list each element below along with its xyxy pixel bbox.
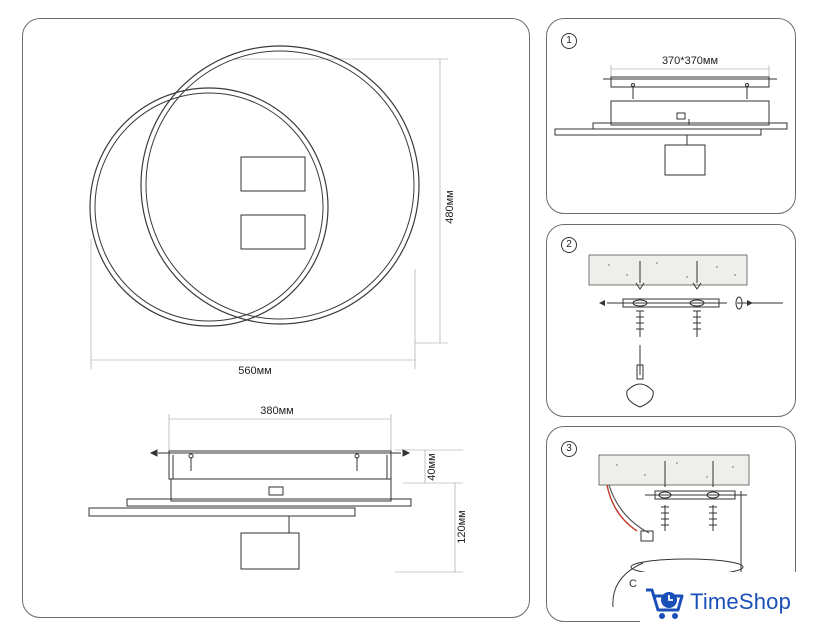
cart-clock-icon — [646, 588, 684, 619]
timeshop-brand-text: TimeShop — [690, 589, 792, 614]
side-base-height-label: 40мм — [426, 453, 438, 480]
base-plate-top — [240, 156, 306, 192]
front-view-rings — [89, 45, 420, 327]
side-dimension-lines — [168, 414, 463, 573]
front-width-label: 560мм — [238, 365, 271, 377]
step-1-number: 1 — [561, 33, 577, 49]
front-dimension-lines — [90, 58, 448, 369]
side-width-text: 380мм — [260, 405, 293, 417]
front-height-label: 480мм — [444, 190, 456, 223]
main-dimensions-panel: 560мм 480мм 380мм 40мм 120мм — [22, 18, 530, 618]
step-2-number: 2 — [561, 237, 577, 253]
ceiling-slab-3 — [598, 454, 750, 486]
step-3-number: 3 — [561, 441, 577, 457]
step-2-drawing — [588, 254, 783, 408]
ceiling-slab — [588, 254, 748, 286]
side-view-fixture — [88, 449, 412, 570]
side-total-height-label: 120мм — [456, 510, 468, 543]
mounting-distance-label: 370*370мм — [662, 55, 718, 67]
step-1-panel: 1 370*370мм — [546, 18, 796, 214]
step-3-drawing: С — [598, 454, 750, 621]
step-3-partial-label: С — [629, 578, 637, 590]
step-1-drawing: 370*370мм — [554, 55, 788, 176]
timeshop-watermark: TimeShop — [640, 572, 817, 632]
main-drawing: 560мм 480мм 380мм 40мм 120мм — [88, 45, 468, 573]
base-plate-bottom — [240, 214, 306, 250]
step-2-panel: 2 — [546, 224, 796, 417]
